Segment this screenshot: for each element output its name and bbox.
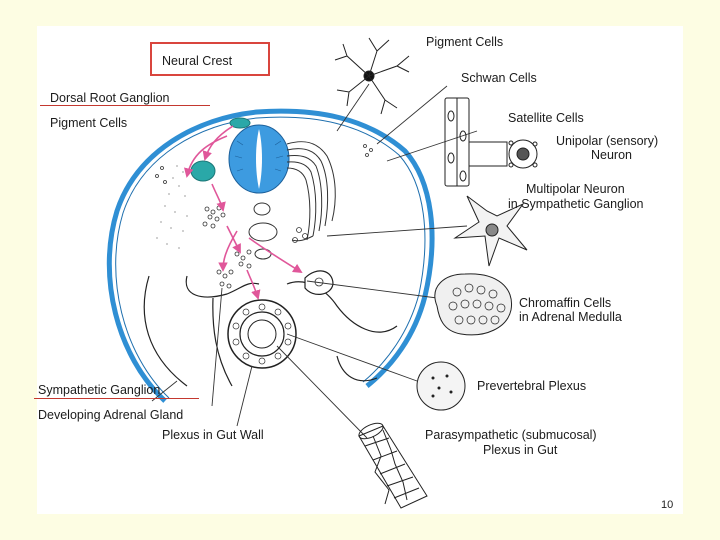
label-prevertebral-plexus: Prevertebral Plexus [477,379,587,393]
label-sympathetic-ganglion: Sympathetic Ganglion [38,383,161,397]
label-developing-adrenal-gland: Developing Adrenal Gland [38,408,184,422]
pigment-cell-region [156,165,188,249]
label-pigment-cells-right: Pigment Cells [426,35,504,49]
neural-crest-cluster [229,117,251,129]
aorta-region [248,222,278,260]
dorsal-root-ganglion [190,160,216,182]
multipolar-neuron-drawing [453,195,528,267]
migration-arrow-icon [226,225,241,254]
migration-arrow-icon [248,237,303,274]
sympathetic-ganglion-underline [34,398,199,399]
migration-arrow-icon [184,135,228,178]
neural-crest-diagram [106,37,538,509]
label-unipolar-neuron-line1: Unipolar (sensory) [556,134,659,148]
slide-panel: Neural Crest Dorsal Root Ganglion Pigmen… [34,26,683,514]
gut-plexus-drawing [358,422,428,509]
migrating-cells [155,144,373,289]
label-multipolar-neuron-line1: Multipolar Neuron [526,182,625,196]
neural-crest-highlight-box [150,42,270,76]
nerve-fibers [286,141,336,242]
label-parasympathetic-line2: Plexus in Gut [483,443,558,457]
label-schwan-cells: Schwan Cells [461,71,537,85]
label-neural-crest: Neural Crest [162,54,233,68]
neural-tube [228,124,290,194]
label-parasympathetic-line1: Parasympathetic (submucosal) [425,428,597,442]
nerve-segment-drawing [444,97,538,187]
label-unipolar-neuron-line2: Neuron [591,148,632,162]
label-satellite-cells: Satellite Cells [508,111,584,125]
prevertebral-plexus-drawing [416,361,466,411]
label-pigment-cells-left: Pigment Cells [50,116,128,130]
chromaffin-cluster-drawing [434,273,513,336]
dorsal-root-ganglion-underline [40,105,210,106]
leader-lines [151,83,478,439]
migration-arrows [184,125,303,300]
label-chromaffin-line2: in Adrenal Medulla [519,310,622,324]
label-multipolar-neuron-line2: in Sympathetic Ganglion [508,197,644,211]
migration-arrow-icon [246,269,261,300]
slide-number: 10 [661,499,674,511]
migration-arrow-icon [218,230,238,272]
label-dorsal-root-ganglion: Dorsal Root Ganglion [50,91,170,105]
notochord [253,202,271,216]
melanocyte-drawing [334,37,410,115]
gut-tube [227,299,297,369]
label-plexus-in-gut-wall: Plexus in Gut Wall [162,428,264,442]
label-chromaffin-line1: Chromaffin Cells [519,296,612,310]
migration-arrow-icon [211,183,226,212]
